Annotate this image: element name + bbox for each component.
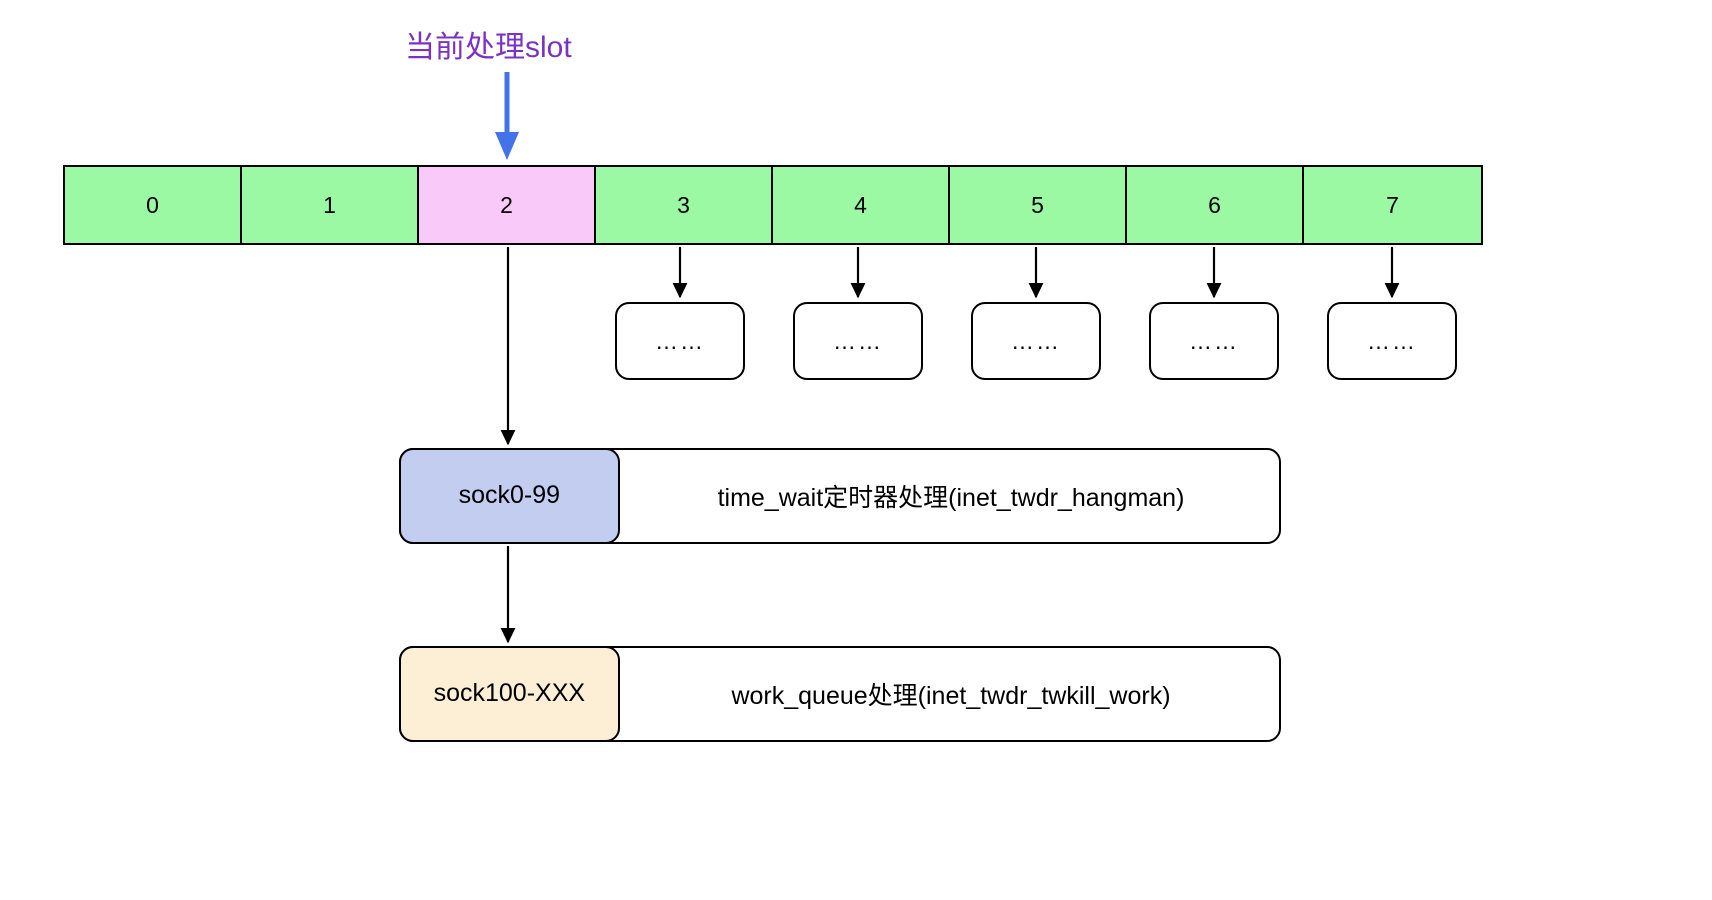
hangman-chain-row: sock0-99 time_wait定时器处理(inet_twdr_hangma… bbox=[398, 447, 1281, 544]
slot-cell-label: 6 bbox=[1208, 191, 1221, 218]
slot-cell-6[interactable]: 6 bbox=[1127, 167, 1304, 243]
dots-box-slot7[interactable]: …… bbox=[1327, 302, 1457, 380]
slot-cell-1[interactable]: 1 bbox=[242, 167, 419, 243]
slot-ring-row: 0 1 2 3 4 5 6 7 bbox=[63, 165, 1483, 245]
slot-cell-label: 3 bbox=[677, 191, 690, 218]
dots-box-slot3[interactable]: …… bbox=[615, 302, 745, 380]
sock100-xxx-tag[interactable]: sock100-XXX bbox=[398, 645, 620, 742]
current-slot-label: 当前处理slot bbox=[405, 31, 572, 64]
slot-cell-label: 4 bbox=[854, 191, 867, 218]
dots-label: …… bbox=[833, 327, 883, 354]
slot-cell-7[interactable]: 7 bbox=[1304, 167, 1481, 243]
slot-to-dots-arrows bbox=[672, 247, 1400, 299]
dots-label: …… bbox=[1189, 327, 1239, 354]
slot-cell-3[interactable]: 3 bbox=[596, 167, 773, 243]
slot-cell-4[interactable]: 4 bbox=[773, 167, 950, 243]
slot-cell-label: 2 bbox=[500, 191, 513, 218]
slot-cell-label: 5 bbox=[1031, 191, 1044, 218]
workqueue-description: work_queue处理(inet_twdr_twkill_work) bbox=[731, 682, 1171, 710]
dots-label: …… bbox=[655, 327, 705, 354]
sock0-99-label: sock0-99 bbox=[458, 481, 561, 510]
dots-box-slot6[interactable]: …… bbox=[1149, 302, 1279, 380]
sock0-99-tag[interactable]: sock0-99 bbox=[398, 447, 620, 544]
dots-box-slot4[interactable]: …… bbox=[793, 302, 923, 380]
dots-label: …… bbox=[1367, 327, 1417, 354]
dots-box-slot5[interactable]: …… bbox=[971, 302, 1101, 380]
slot-cell-label: 1 bbox=[323, 191, 336, 218]
slot-cell-5[interactable]: 5 bbox=[950, 167, 1127, 243]
slot-cell-0[interactable]: 0 bbox=[65, 167, 242, 243]
hangman-description: time_wait定时器处理(inet_twdr_hangman) bbox=[717, 484, 1185, 512]
workqueue-chain-row: sock100-XXX work_queue处理(inet_twdr_twkil… bbox=[398, 645, 1281, 742]
sock100-xxx-label: sock100-XXX bbox=[433, 679, 586, 708]
slot-cell-2-current[interactable]: 2 bbox=[419, 167, 596, 243]
slot-cell-label: 0 bbox=[146, 191, 159, 218]
slot-cell-label: 7 bbox=[1386, 191, 1399, 218]
dots-label: …… bbox=[1011, 327, 1061, 354]
